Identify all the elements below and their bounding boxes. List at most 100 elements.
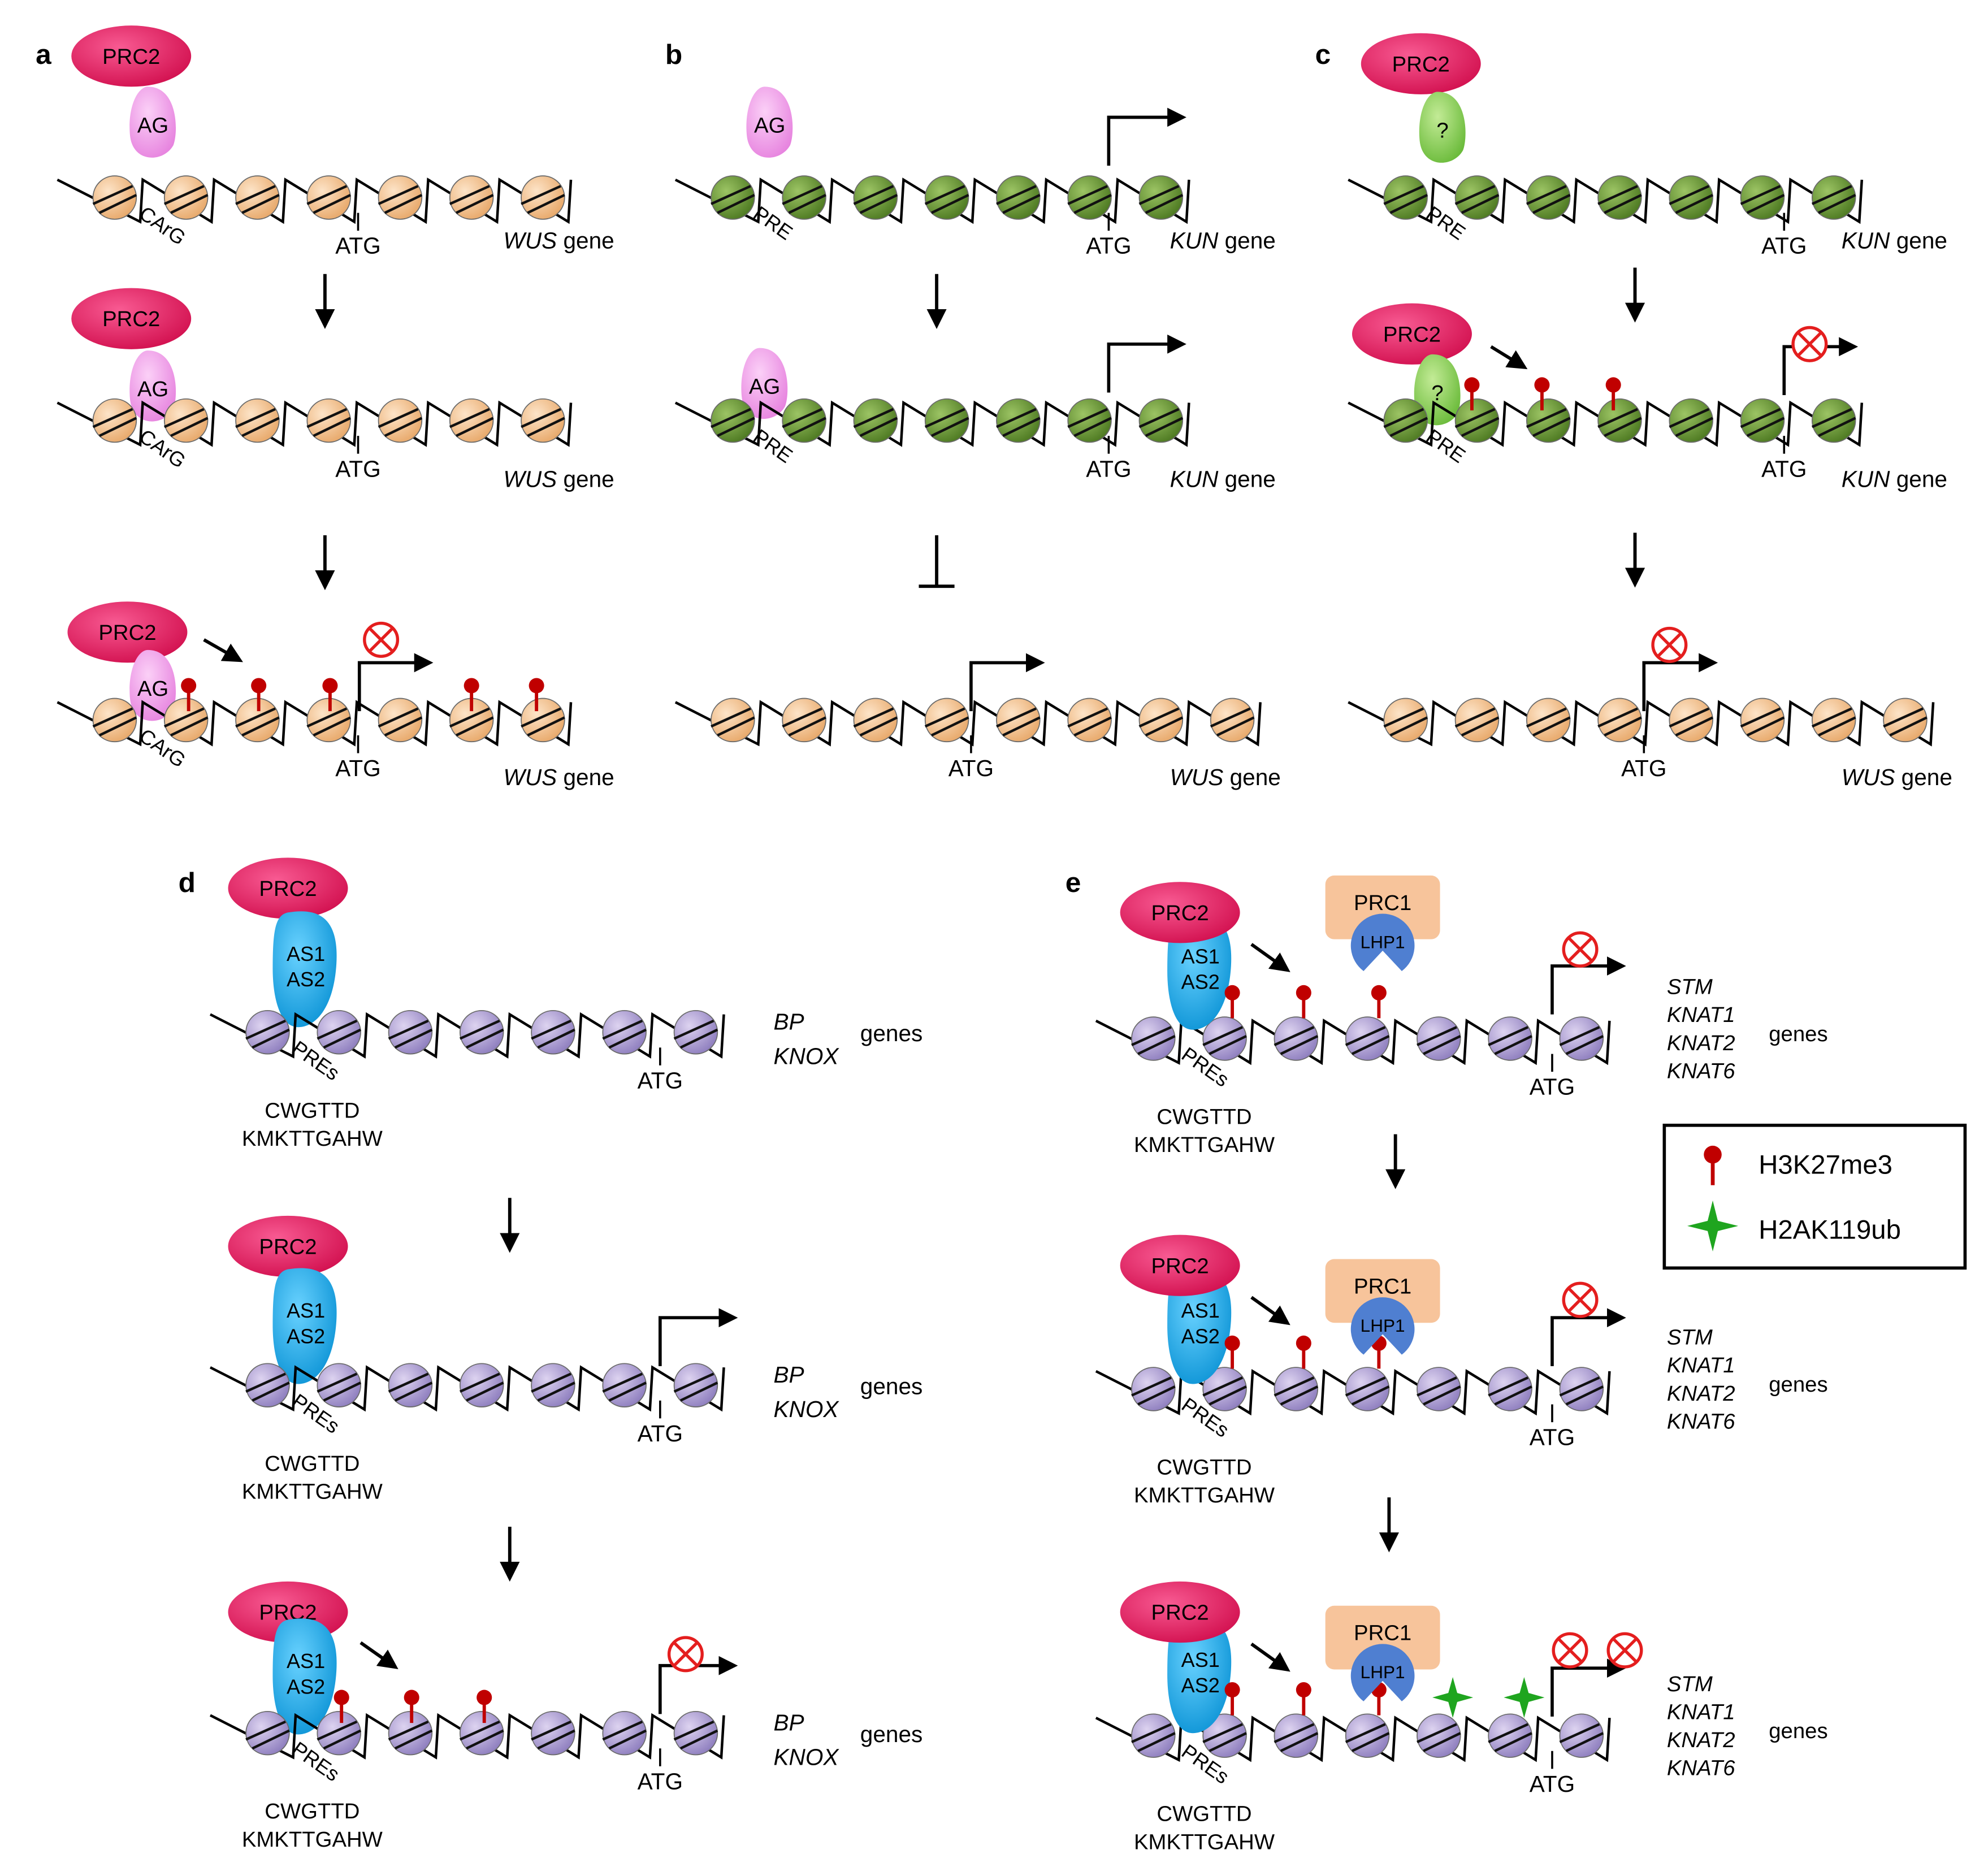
nucleosome: [602, 1010, 647, 1055]
nucleosome: [531, 1710, 575, 1756]
nucleosome: [1597, 698, 1642, 743]
nucleosome: [1417, 1367, 1461, 1411]
gene-knat6: KNAT6: [1667, 1059, 1735, 1083]
h3k27me3-mark: [1296, 1682, 1311, 1716]
block-cross: [673, 1641, 699, 1667]
prc2-complex: [1120, 1581, 1240, 1643]
lhp1-label: LHP1: [1361, 932, 1405, 952]
nucleosome: [235, 175, 280, 220]
atg-label: ATG: [1530, 1424, 1575, 1450]
lhp1-protein: [1350, 913, 1415, 972]
nucleosome: [1067, 398, 1112, 443]
prc2-complex: [1361, 33, 1481, 94]
atg-label: ATG: [638, 1420, 683, 1446]
h3k27me3-mark: [1464, 377, 1480, 411]
legend-h2ak119ub-icon: [1687, 1200, 1739, 1251]
dna-wrap: [92, 408, 565, 437]
prc2-label: PRC2: [1151, 1601, 1209, 1625]
unknown-factor-label: ?: [1436, 119, 1448, 143]
gene-suffix: gene: [1896, 228, 1947, 254]
gene-knat2: KNAT2: [1667, 1381, 1735, 1406]
tss-arrow: [659, 1308, 738, 1366]
motif-1: CWGTTD: [265, 1098, 360, 1123]
nucleosome: [1454, 398, 1500, 443]
nucleosome: [1740, 698, 1785, 743]
h3k27me3-mark: [1224, 1682, 1240, 1716]
block-icon: [1562, 931, 1599, 968]
genes-word: genes: [1769, 1372, 1827, 1397]
nucleosome: [602, 1363, 647, 1407]
prc2-label: PRC2: [1151, 901, 1209, 925]
nucleosome: [673, 1363, 718, 1407]
as2-label: AS2: [1181, 1324, 1220, 1348]
as1-as2-complex: [272, 1268, 337, 1384]
nucleosome: [521, 698, 565, 743]
nucleosome: [317, 1710, 361, 1756]
dna-strand: [1095, 1016, 1611, 1065]
tss-arrow: [1642, 653, 1718, 712]
nucleosome: [711, 175, 755, 220]
ag-factor: [129, 350, 176, 422]
gene-suffix: gene: [1225, 466, 1276, 492]
h3k27me3-mark: [464, 678, 479, 712]
h3k27me3-mark: [1224, 1335, 1240, 1369]
nucleosome: [1202, 1016, 1247, 1061]
nucleosome: [531, 1010, 575, 1055]
gene-space: [1218, 466, 1224, 492]
nucleosome: [1274, 1016, 1319, 1061]
motif-2: KMKTTGAHW: [1134, 1133, 1275, 1157]
prc2-label: PRC2: [259, 1235, 317, 1259]
gene-knat6: KNAT6: [1667, 1409, 1735, 1433]
gene-label: KUN gene: [1170, 466, 1276, 492]
block-icon: [1651, 626, 1688, 663]
mark-head: [404, 1690, 419, 1705]
mark-head: [334, 1690, 349, 1705]
tss-arrow: [969, 653, 1045, 712]
prc2-complex: [71, 288, 192, 349]
h3k27me3-mark: [404, 1690, 419, 1723]
nucleosome: [1274, 1713, 1319, 1758]
nucleosome: [996, 698, 1041, 743]
dna-strand: [57, 398, 573, 447]
nucleosome: [1345, 1367, 1390, 1411]
gene-knat2: KNAT2: [1667, 1728, 1735, 1752]
nucleosome: [1597, 398, 1642, 443]
gene-name: WUS: [1842, 764, 1895, 790]
dna-wrap: [1383, 408, 1856, 437]
nucleosome: [245, 1010, 290, 1055]
as1-as2-complex: [1167, 1617, 1232, 1734]
block-icon: [1562, 1281, 1599, 1318]
dna-wrap: [1131, 1723, 1604, 1752]
block-cross: [1567, 937, 1593, 962]
dna-wrap: [1383, 185, 1856, 214]
h2ak119ub-mark: [1504, 1677, 1545, 1718]
prc2-label: PRC2: [1392, 52, 1450, 76]
nucleosome: [1202, 1367, 1247, 1411]
motif-1: CWGTTD: [1157, 1105, 1251, 1129]
dna-wrap: [1383, 707, 1928, 737]
gene-suffix: gene: [563, 764, 614, 790]
dna-wrap: [92, 185, 565, 214]
nucleosome: [1669, 175, 1713, 220]
as1-as2-complex: [272, 1618, 337, 1735]
tss-arrow: [1550, 956, 1626, 1015]
block-cross: [1567, 1287, 1593, 1312]
genes-word: genes: [860, 1020, 923, 1046]
gene-stm: STM: [1667, 1672, 1713, 1696]
atg-label: ATG: [948, 755, 994, 781]
nucleosome: [1067, 698, 1112, 743]
dna-strand: [1095, 1367, 1611, 1416]
prc2-complex: [1120, 882, 1240, 943]
h3k27me3-mark: [529, 678, 544, 712]
tss-arrow: [1550, 1658, 1626, 1717]
gene-label: WUS gene: [1170, 764, 1281, 790]
h3k27me3-mark: [334, 1690, 349, 1723]
block-icon: [667, 1636, 704, 1673]
dna-strand: [57, 175, 573, 224]
gene-stm: STM: [1667, 975, 1713, 999]
panel-letter-b: b: [665, 38, 682, 70]
nucleosome: [92, 398, 137, 443]
nucleosome: [1740, 398, 1785, 443]
dna-strand: [1348, 398, 1864, 447]
